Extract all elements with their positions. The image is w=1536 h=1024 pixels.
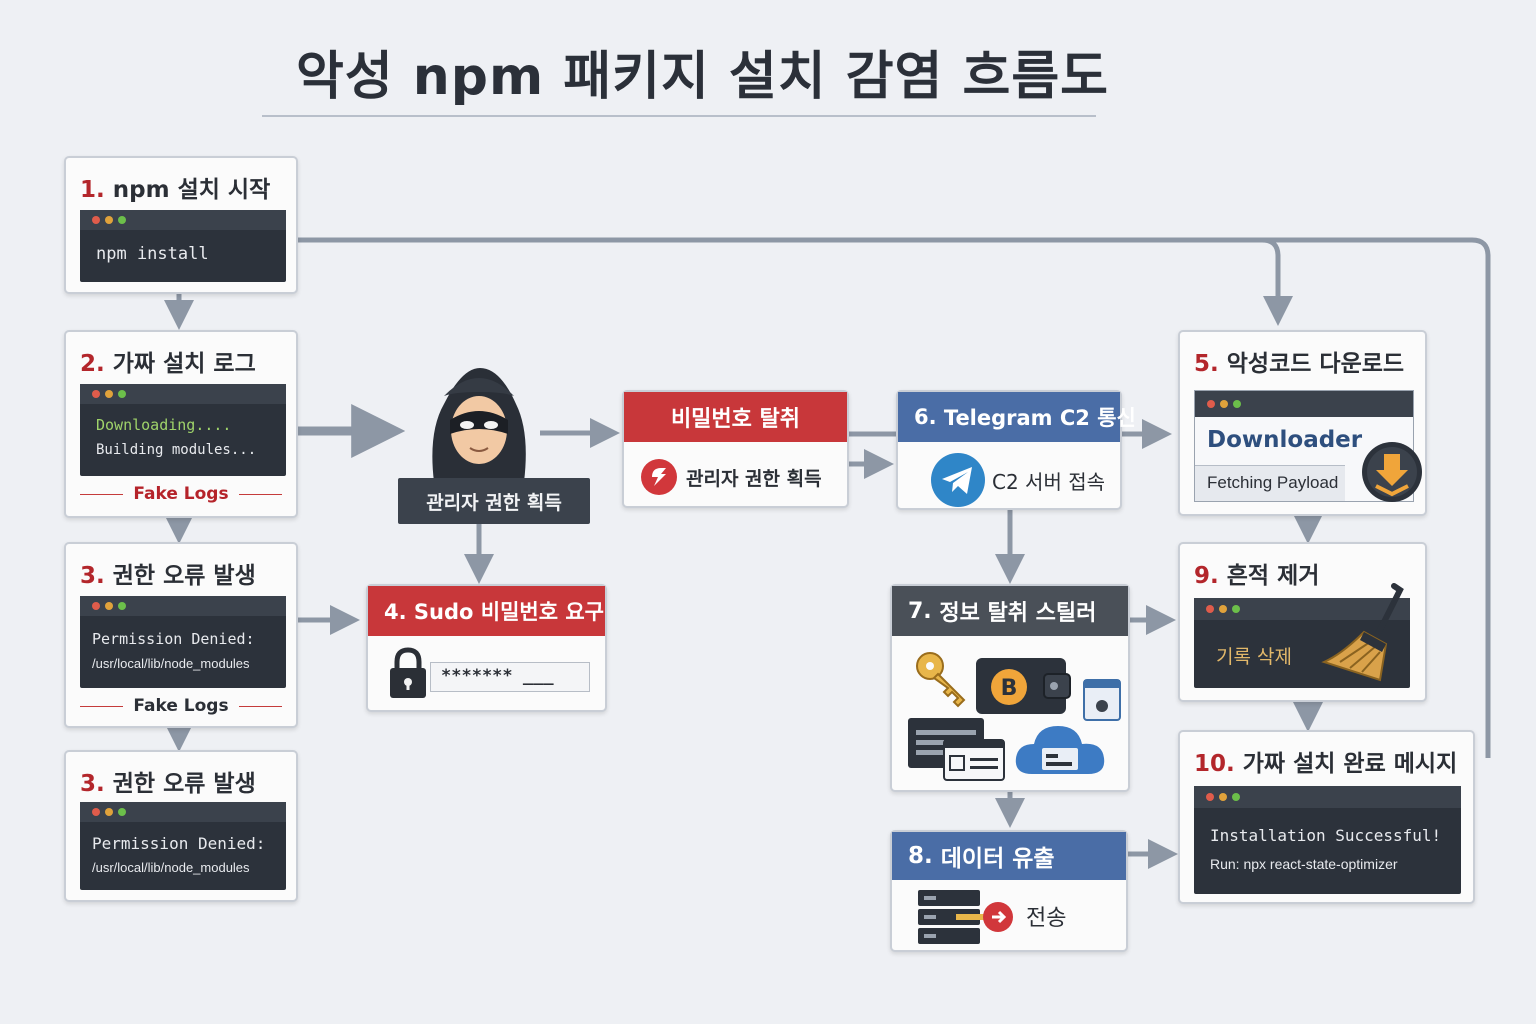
step9-card: 9. 흔적 제거 기록 삭제 [1178,542,1427,702]
step10-card: 10. 가짜 설치 완료 메시지 Installation Successful… [1178,730,1475,904]
key-icon [914,650,970,714]
broom-icon [1320,583,1416,688]
server-icon [916,888,1016,950]
step3a-line2: /usr/local/lib/node_modules [92,656,250,671]
terminal-dots-icon [80,210,286,230]
svg-text:B: B [1001,676,1018,701]
shield-alert-icon [640,458,678,500]
terminal-dots-icon [1194,598,1410,620]
window-dots-icon [1195,391,1413,417]
step3a-title: 3. 권한 오류 발생 [80,563,256,589]
step5-title: 5. 악성코드 다운로드 [1194,351,1405,377]
loop-right-line [1262,237,1491,758]
step10-line2: Run: npx react-state-optimizer [1210,856,1398,872]
step3b-line1: Permission Denied: [92,834,266,853]
step8-body: 전송 [1026,906,1067,931]
step8-card: 8. 데이터 유출 전송 [890,830,1128,952]
hacker-icon [414,362,544,482]
lock-icon [386,646,430,706]
telegram-icon [930,452,986,512]
page-title: 악성 npm 패키지 설치 감염 흐름도 [296,47,1110,107]
browser-icon [906,716,1006,786]
settings-window-icon [1082,678,1122,726]
step4-password-field[interactable]: ******* ___ [430,662,590,692]
step6-card: 6. Telegram C2 통신 C2 서버 접속 [896,390,1136,512]
step3b-title: 3. 권한 오류 발생 [80,771,256,797]
step7-title: 7. 정보 탈취 스틸러 [892,586,1128,636]
steal-pw-body: 관리자 권한 획득 [686,468,822,490]
step5-app-name: Downloader [1207,427,1363,453]
step1-terminal: npm install [80,210,286,282]
step3a-line1: Permission Denied: [92,630,255,648]
step2-terminal: Downloading.... Building modules... [80,384,286,476]
step9-title: 9. 흔적 제거 [1194,563,1320,589]
steal-pw-card: 비밀번호 탈취 관리자 권한 획득 [622,390,849,508]
step4-card: 4. Sudo 비밀번호 요구 ******* ___ [366,584,607,712]
step2-title: 2. 가짜 설치 로그 [80,351,256,377]
hacker-label: 관리자 권한 획득 [398,478,590,524]
step3b-terminal: Permission Denied: /usr/local/lib/node_m… [80,802,286,890]
step5-card: 5. 악성코드 다운로드 Downloader Fetching Payload [1178,330,1427,516]
bitcoin-wallet-icon: B [974,654,1074,720]
step10-terminal: Installation Successful! Run: npx react-… [1194,786,1461,894]
arrow-1-to-5 [298,237,1293,326]
cloud-icon [1012,720,1108,784]
title-divider [262,115,1096,117]
step10-title: 10. 가짜 설치 완료 메시지 [1194,751,1458,777]
step1-command: npm install [96,244,209,264]
terminal-dots-icon [80,384,286,404]
step1-card: 1. npm 설치 시작 npm install [64,156,298,294]
step3a-fake-logs: Fake Logs [80,696,282,716]
terminal-dots-icon [80,596,286,616]
step3a-terminal: Permission Denied: /usr/local/lib/node_m… [80,596,286,688]
step2-card: 2. 가짜 설치 로그 Downloading.... Building mod… [64,330,298,518]
terminal-dots-icon [80,802,286,822]
step3a-card: 3. 권한 오류 발생 Permission Denied: /usr/loca… [64,542,298,728]
step7-card: 7. 정보 탈취 스틸러 B [890,584,1130,792]
step9-body: 기록 삭제 [1216,646,1292,668]
steal-pw-title: 비밀번호 탈취 [624,392,847,442]
step8-title: 8. 데이터 유출 [892,832,1126,880]
step3b-line2: /usr/local/lib/node_modules [92,860,250,875]
step6-body: C2 서버 접속 [992,470,1106,494]
download-icon [1360,440,1424,508]
step10-line1: Installation Successful! [1210,826,1442,845]
step1-title: 1. npm 설치 시작 [80,177,271,203]
step6-title: 6. Telegram C2 통신 [898,392,1136,442]
step3b-card: 3. 권한 오류 발생 Permission Denied: /usr/loca… [64,750,298,902]
step5-status: Fetching Payload [1195,465,1345,501]
step4-title: 4. Sudo 비밀번호 요구 [368,586,605,636]
step2-line2: Building modules... [96,442,257,458]
terminal-dots-icon [1194,786,1461,808]
step2-fake-logs: Fake Logs [80,484,282,504]
step2-line1: Downloading.... [96,416,232,434]
